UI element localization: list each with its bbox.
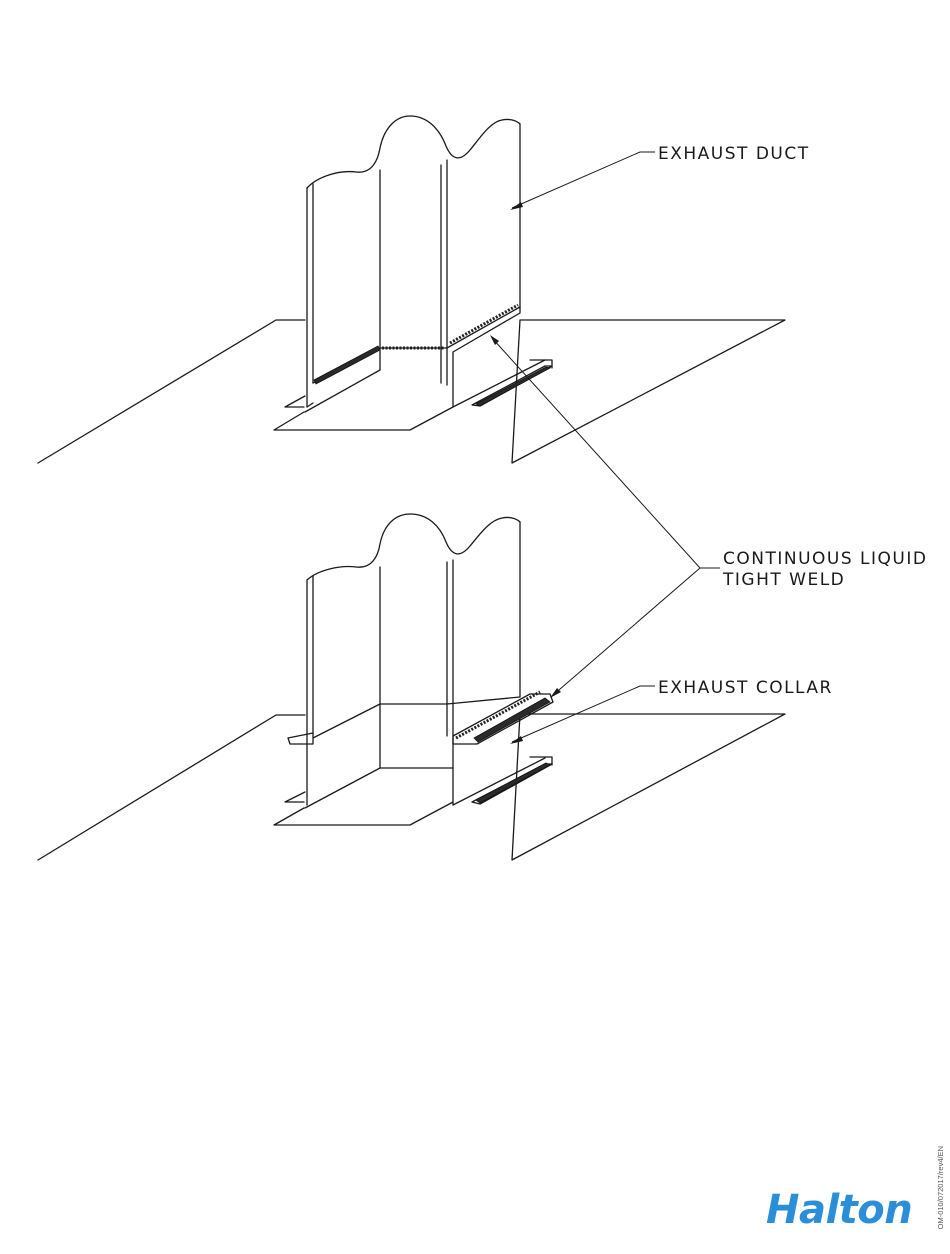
bottom-left-collar-flange — [288, 733, 313, 744]
top-hood-plane — [38, 320, 785, 463]
bottom-exhaust-duct — [305, 514, 545, 808]
top-figure — [38, 116, 785, 463]
bottom-hood-opening — [274, 802, 453, 825]
exhaust-collar-label: EXHAUST COLLAR — [658, 678, 833, 698]
bottom-hood-plane — [38, 714, 785, 860]
document-code: OM-010/072017/rev4/EN — [936, 1146, 945, 1229]
halton-logo: Halton — [766, 1190, 912, 1230]
top-hood-opening — [274, 407, 453, 430]
weld-label-line2: TIGHT WELD — [722, 570, 845, 590]
top-left-flange — [285, 396, 305, 407]
exhaust-duct-leader — [512, 152, 655, 208]
top-weld-left — [314, 346, 380, 384]
exhaust-duct-label: EXHAUST DUCT — [658, 144, 810, 164]
weld-label-line1: CONTINUOUS LIQUID — [723, 549, 927, 569]
leader-lines — [490, 152, 720, 744]
top-weld-right — [450, 305, 518, 343]
